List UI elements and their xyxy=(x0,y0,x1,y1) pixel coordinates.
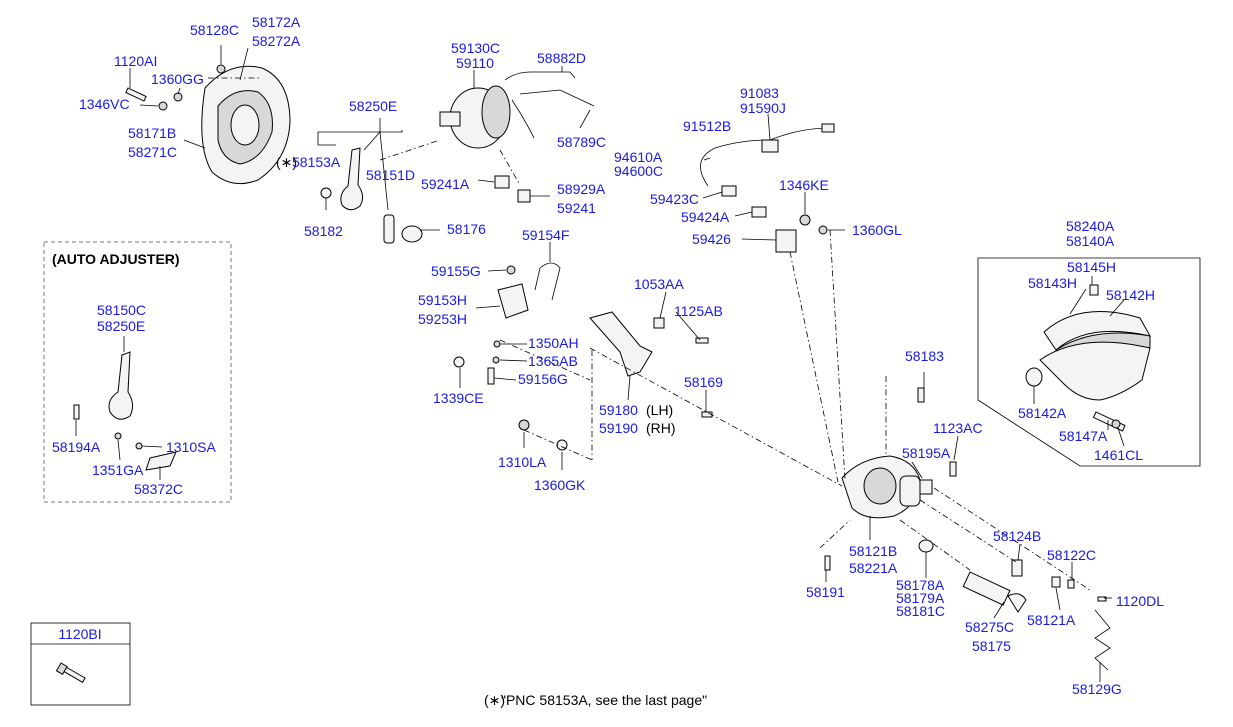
label-91512B[interactable]: 91512B xyxy=(683,118,731,134)
leader-lines xyxy=(75,45,1125,682)
slack-adjuster xyxy=(320,147,423,244)
label-1125AB[interactable]: 1125AB xyxy=(674,303,723,319)
label-58153A[interactable]: 58153A xyxy=(292,154,341,170)
label-58140A[interactable]: 58140A xyxy=(1066,233,1115,249)
label-58142H[interactable]: 58142H xyxy=(1106,287,1155,303)
label-58150C[interactable]: 58150C xyxy=(97,302,146,318)
label-59153H[interactable]: 59153H xyxy=(418,292,467,308)
label-58194A[interactable]: 58194A xyxy=(52,439,101,455)
auto-adjuster-title: (AUTO ADJUSTER) xyxy=(52,251,180,267)
label-58175[interactable]: 58175 xyxy=(972,638,1011,654)
label-58789C[interactable]: 58789C xyxy=(557,134,606,150)
label-59190[interactable]: 59190 xyxy=(599,420,638,436)
bolt-icon xyxy=(55,662,86,684)
backing-plate xyxy=(201,65,291,185)
inset-box-label: 1120BI xyxy=(58,626,101,642)
label-58181C[interactable]: 58181C xyxy=(896,603,945,619)
label-59241[interactable]: 59241 xyxy=(557,200,596,216)
label-1365AB[interactable]: 1365AB xyxy=(528,353,578,369)
label-58145H[interactable]: 58145H xyxy=(1067,259,1116,275)
footnote-text: "PNC 58153A, see the last page" xyxy=(501,692,707,708)
label-59156G[interactable]: 59156G xyxy=(518,371,568,387)
label-58250E-b[interactable]: 58250E xyxy=(97,318,145,334)
label-59426[interactable]: 59426 xyxy=(692,231,731,247)
brake-chamber xyxy=(439,71,595,203)
label-58929A[interactable]: 58929A xyxy=(557,181,606,197)
label-58183[interactable]: 58183 xyxy=(905,348,944,364)
label-58178A[interactable]: 58178A xyxy=(896,577,945,593)
auto-adjuster-arm xyxy=(73,351,177,471)
label-59154F[interactable]: 59154F xyxy=(522,227,569,243)
label-58240A[interactable]: 58240A xyxy=(1066,218,1115,234)
label-58153A-mark: (∗) xyxy=(276,154,297,170)
label-58142A[interactable]: 58142A xyxy=(1018,405,1067,421)
label-1360GG[interactable]: 1360GG xyxy=(151,71,204,87)
label-58372C[interactable]: 58372C xyxy=(134,481,183,497)
label-1339CE[interactable]: 1339CE xyxy=(433,390,484,406)
label-58882D[interactable]: 58882D xyxy=(537,50,586,66)
label-58143H[interactable]: 58143H xyxy=(1028,275,1077,291)
abs-sensor-cable xyxy=(700,123,835,253)
footnote-mark: (∗) xyxy=(484,692,505,708)
label-58169[interactable]: 58169 xyxy=(684,374,723,390)
label-1120AI[interactable]: 1120AI xyxy=(114,53,157,69)
label-58195A[interactable]: 58195A xyxy=(902,445,951,461)
camshaft xyxy=(824,539,1111,671)
label-59130C[interactable]: 59130C xyxy=(451,40,500,56)
label-1350AH[interactable]: 1350AH xyxy=(528,335,579,351)
label-1360GK[interactable]: 1360GK xyxy=(534,477,586,493)
label-59253H[interactable]: 59253H xyxy=(418,311,467,327)
inset-box xyxy=(30,622,131,706)
label-58176[interactable]: 58176 xyxy=(447,221,486,237)
label-58172A[interactable]: 58172A xyxy=(252,14,301,30)
label-59180-side: (LH) xyxy=(646,402,673,418)
label-59190-side: (RH) xyxy=(646,420,676,436)
label-58250E[interactable]: 58250E xyxy=(349,98,397,114)
label-58179A[interactable]: 58179A xyxy=(896,590,945,606)
label-1461CL[interactable]: 1461CL xyxy=(1094,447,1143,463)
label-59423C[interactable]: 59423C xyxy=(650,191,699,207)
label-59155G[interactable]: 59155G xyxy=(431,263,481,279)
label-1310LA[interactable]: 1310LA xyxy=(498,454,547,470)
label-58272A[interactable]: 58272A xyxy=(252,33,301,49)
brake-shoes xyxy=(1025,284,1151,432)
label-58221A[interactable]: 58221A xyxy=(849,560,898,576)
label-58182[interactable]: 58182 xyxy=(304,223,343,239)
label-58121A[interactable]: 58121A xyxy=(1027,612,1076,628)
label-59241A[interactable]: 59241A xyxy=(421,176,470,192)
part-labels: 58128C 58172A 58272A 1120AI 1360GG 1346V… xyxy=(52,14,1164,697)
spider-housing xyxy=(841,387,957,519)
guide-lines xyxy=(208,77,1091,591)
label-91590J[interactable]: 91590J xyxy=(740,100,786,116)
label-1053AA[interactable]: 1053AA xyxy=(634,276,684,292)
label-1310SA[interactable]: 1310SA xyxy=(166,439,216,455)
label-58151D[interactable]: 58151D xyxy=(366,167,415,183)
label-1346KE[interactable]: 1346KE xyxy=(779,177,829,193)
label-58129G[interactable]: 58129G xyxy=(1072,681,1122,697)
label-1123AC[interactable]: 1123AC xyxy=(933,420,983,436)
label-58121B[interactable]: 58121B xyxy=(849,543,897,559)
label-58122C[interactable]: 58122C xyxy=(1047,547,1096,563)
label-58171B[interactable]: 58171B xyxy=(128,125,176,141)
label-1346VC[interactable]: 1346VC xyxy=(79,96,130,112)
label-58271C[interactable]: 58271C xyxy=(128,144,177,160)
auto-adjuster-box xyxy=(43,241,232,503)
brake-shoe-group-box xyxy=(977,257,1201,467)
label-1120DL[interactable]: 1120DL xyxy=(1116,593,1164,609)
label-59180[interactable]: 59180 xyxy=(599,402,638,418)
label-94610A[interactable]: 94610A xyxy=(614,149,663,165)
label-58128C[interactable]: 58128C xyxy=(190,22,239,38)
label-58124B[interactable]: 58124B xyxy=(993,528,1041,544)
label-1351GA[interactable]: 1351GA xyxy=(92,462,144,478)
label-58275C[interactable]: 58275C xyxy=(965,619,1014,635)
label-58191[interactable]: 58191 xyxy=(806,584,845,600)
label-58147A[interactable]: 58147A xyxy=(1059,428,1108,444)
label-91083[interactable]: 91083 xyxy=(740,85,779,101)
label-94600C[interactable]: 94600C xyxy=(614,163,663,179)
label-1360GL[interactable]: 1360GL xyxy=(852,222,902,238)
label-59110[interactable]: 59110 xyxy=(456,55,494,71)
u-bolt-bracket xyxy=(453,262,561,385)
label-59424A[interactable]: 59424A xyxy=(681,209,730,225)
